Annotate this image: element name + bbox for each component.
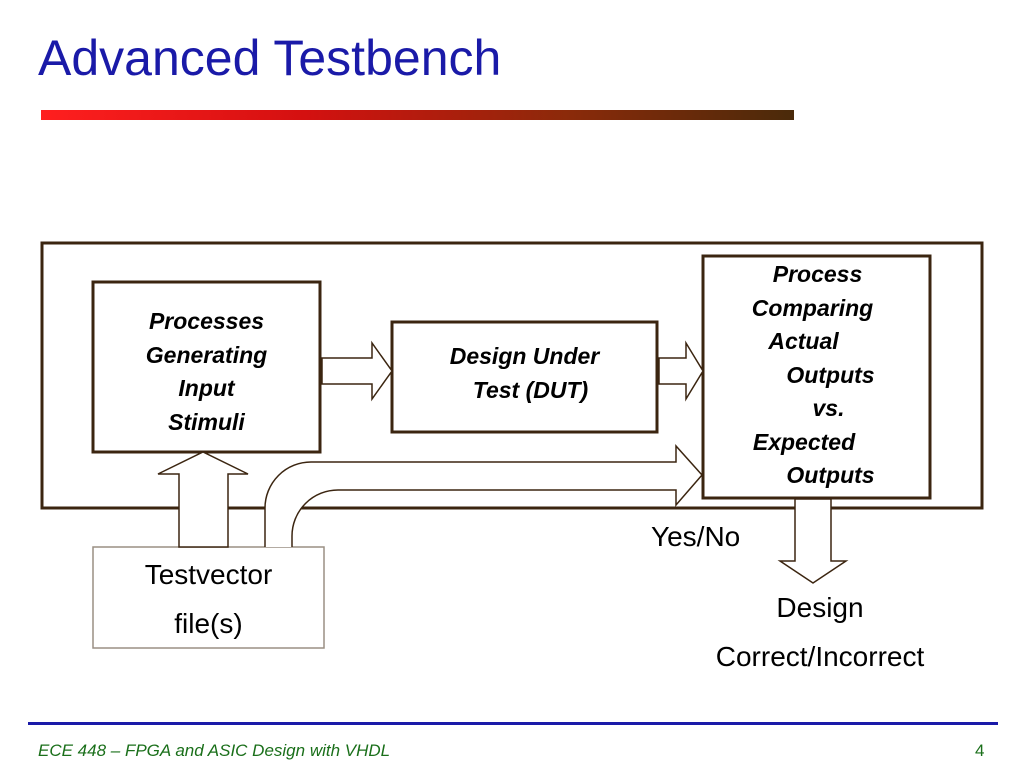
label-line: Generating [145, 341, 268, 368]
yes-no-label: Yes/No [651, 521, 741, 552]
label-line: Input [178, 375, 235, 401]
compare-box [701, 254, 932, 500]
compare-box-label: Process Comparing Actual Outputs vs. Exp… [703, 258, 930, 493]
slide-title: Advanced Testbench [38, 30, 502, 86]
label-line: Process [772, 261, 863, 287]
label-line: vs. [812, 395, 845, 421]
testbench-enclosure [40, 241, 984, 510]
label-line: Design Under [449, 343, 600, 369]
label-line: Stimuli [168, 408, 245, 435]
label-line: Correct/Incorrect [715, 641, 925, 672]
arrow-dut-to-compare [658, 340, 704, 402]
testvector-box-label: Testvector file(s) [93, 550, 324, 648]
footer-rule [28, 722, 998, 725]
dut-box [390, 320, 659, 434]
stimulus-box-label: Processes Generating Input Stimuli [93, 305, 320, 439]
title-underline [41, 110, 794, 120]
stimulus-box [91, 280, 322, 454]
label-line: file(s) [174, 608, 243, 639]
arrow-testvector-to-compare [264, 444, 703, 547]
label-line: Outputs [786, 462, 875, 488]
testvector-box [92, 546, 325, 649]
arrow-compare-to-result [777, 498, 849, 584]
arrow-stimuli-to-dut [321, 340, 393, 402]
label-line: Processes [148, 308, 265, 334]
result-label: Design Correct/Incorrect [660, 583, 980, 681]
label-line: Test (DUT) [472, 376, 589, 403]
arrow-testvector-to-stimuli [157, 451, 249, 548]
dut-box-label: Design Under Test (DUT) [392, 340, 657, 407]
label-line: Actual [768, 328, 839, 354]
footer-course-title: ECE 448 – FPGA and ASIC Design with VHDL [38, 741, 391, 760]
page-number: 4 [975, 741, 985, 760]
label-line: Design [776, 592, 864, 623]
label-line: Comparing [751, 294, 874, 321]
label-line: Testvector [144, 559, 273, 590]
label-line: Expected [752, 428, 856, 455]
label-line: Outputs [786, 361, 875, 388]
